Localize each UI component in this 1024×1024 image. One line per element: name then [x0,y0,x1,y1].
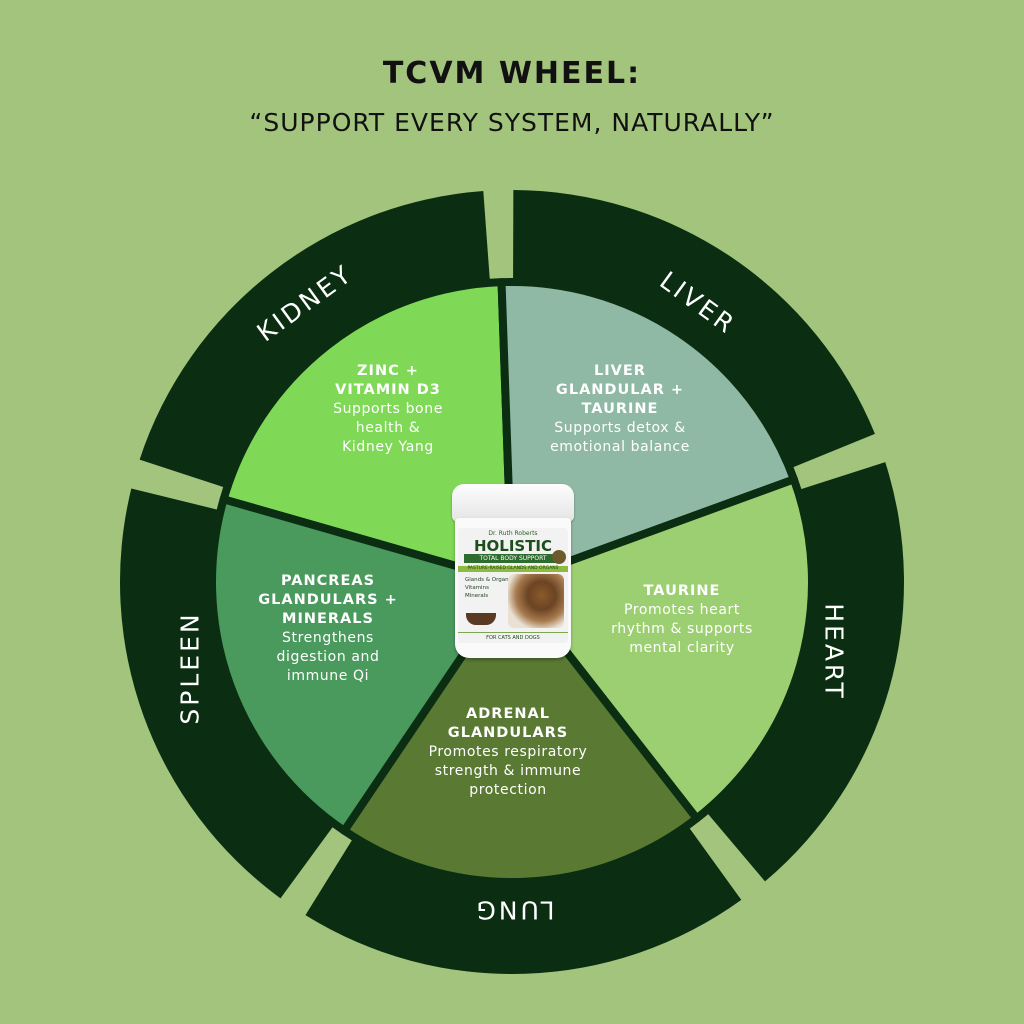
organ-label-lung: LUNG [473,895,555,925]
product-feature: Vitamins [465,585,489,591]
wedge-kidney [219,278,516,586]
seal-icon [552,550,566,564]
wedge-spleen [208,495,516,835]
segment-kidney-description: Supports bone health & Kidney Yang [333,401,443,455]
segment-liver-description: Supports detox & emotional balance [550,420,690,455]
outer-ring-heart [705,462,904,882]
product-feature: Minerals [465,593,489,599]
segment-kidney-heading: ZINC + VITAMIN D3 [335,363,441,398]
organ-label-spleen: SPLEEN [175,611,205,725]
page-title: TCVM WHEEL: [382,56,642,91]
wedge-heart [508,475,816,823]
pets-image [508,574,564,628]
product-jar: Dr. Ruth Roberts HOLISTIC TOTAL BODY SUP… [452,484,574,660]
segment-spleen-heading: PANCREAS GLANDULARS + MINERALS [258,573,398,627]
outer-ring-liver [513,190,875,469]
organ-label-heart: HEART [819,603,849,701]
segment-heart-heading: TAURINE [643,583,721,599]
product-brand: Dr. Ruth Roberts [488,530,538,537]
outer-ring-spleen [120,488,335,899]
segment-liver-text: LIVER GLANDULAR + TAURINE Supports detox… [520,362,720,457]
jar-label: Dr. Ruth Roberts HOLISTIC TOTAL BODY SUP… [458,528,568,643]
wedge-lung [340,578,701,886]
outer-ring-lung [305,825,742,975]
segment-lung-description: Promotes respiratory strength & immune p… [428,744,588,798]
product-footer: FOR CATS AND DOGS [458,632,568,641]
jar-lid [452,484,574,522]
segment-liver-heading: LIVER GLANDULAR + TAURINE [555,363,685,417]
product-name: HOLISTIC [473,537,553,555]
segment-heart-text: TAURINE Promotes heart rhythm & supports… [582,582,782,658]
food-bowl-image [466,613,496,625]
product-tagline: PASTURE-RAISED GLANDS AND ORGANS [458,566,568,572]
product-feature: Glands & Organs [465,577,512,583]
segment-lung-heading: ADRENAL GLANDULARS [447,706,569,741]
page-subtitle: “SUPPORT EVERY SYSTEM, NATURALLY” [249,108,775,137]
product-features: Glands & Organs Vitamins Minerals [465,576,512,600]
jar-body: Dr. Ruth Roberts HOLISTIC TOTAL BODY SUP… [455,518,571,658]
product-subtitle: TOTAL BODY SUPPORT [464,554,562,563]
segment-heart-description: Promotes heart rhythm & supports mental … [611,602,753,656]
wedge-liver [497,278,798,586]
segment-spleen-text: PANCREAS GLANDULARS + MINERALS Strengthe… [228,572,428,686]
outer-ring-kidney [139,191,491,489]
segment-spleen-description: Strengthens digestion and immune Qi [276,630,380,684]
segment-lung-text: ADRENAL GLANDULARS Promotes respiratory … [408,705,608,800]
segment-kidney-text: ZINC + VITAMIN D3 Supports bone health &… [288,362,488,457]
